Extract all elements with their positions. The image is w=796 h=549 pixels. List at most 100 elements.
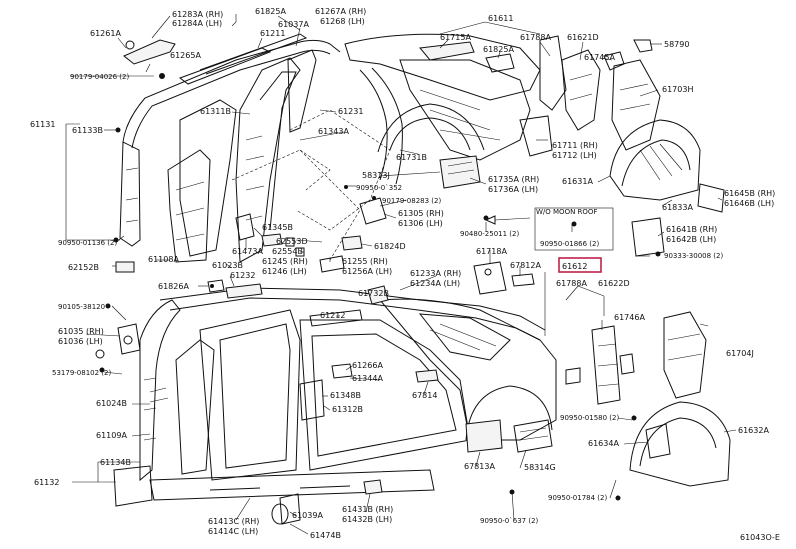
- callout-61246[interactable]: 61246 (LH): [262, 267, 307, 276]
- callout-61133B[interactable]: 61133B: [72, 126, 103, 135]
- callout-61611[interactable]: 61611: [488, 14, 513, 23]
- callout-53179-08102[interactable]: 53179-08102 (2): [52, 369, 111, 377]
- callout-61132[interactable]: 61132: [34, 478, 59, 487]
- callout-61234A[interactable]: 61234A (LH): [410, 279, 460, 288]
- callout-90105-38120[interactable]: 90105-38120: [58, 303, 105, 311]
- callout-61261A[interactable]: 61261A: [90, 29, 121, 38]
- callout-61312B[interactable]: 61312B: [332, 405, 363, 414]
- callout-61256A[interactable]: 61256A (LH): [342, 267, 392, 276]
- callout-61645B[interactable]: 61645B (RH): [724, 189, 775, 198]
- callout-61345B[interactable]: 61345B: [262, 223, 293, 232]
- callout-61232[interactable]: 61232: [230, 271, 255, 280]
- callout-61233A[interactable]: 61233A (RH): [410, 269, 461, 278]
- callout-61211[interactable]: 61211: [260, 29, 285, 38]
- callout-90179-08283[interactable]: 90179-08283 (2): [382, 197, 441, 205]
- callout-61474B[interactable]: 61474B: [310, 531, 341, 540]
- callout-61715A[interactable]: 61715A: [440, 33, 471, 42]
- callout-61037A[interactable]: 61037A: [278, 20, 309, 29]
- callout-61414C[interactable]: 61414C (LH): [208, 527, 258, 536]
- callout-61634A[interactable]: 61634A: [588, 439, 619, 448]
- callout-90950-01784[interactable]: 90950-01784 (2): [548, 494, 607, 502]
- callout-61268[interactable]: 61268 (LH): [320, 17, 365, 26]
- upper-body-frame-drawing: [115, 33, 725, 295]
- callout-61023B[interactable]: 61023B: [212, 261, 243, 270]
- callout-61824D[interactable]: 61824D: [374, 242, 406, 251]
- callout-61736A[interactable]: 61736A (LH): [488, 185, 538, 194]
- callout-90179-04026[interactable]: 90179-04026 (2): [70, 73, 129, 81]
- callout-90950-0637[interactable]: 90950-0`637 (2): [480, 517, 539, 525]
- callout-90950-01136[interactable]: 90950-01136 (2): [58, 239, 117, 247]
- callout-61641B[interactable]: 61641B (RH): [666, 225, 717, 234]
- callout-62554B[interactable]: 62554B: [272, 247, 303, 256]
- callout-61212[interactable]: 61212: [320, 311, 345, 320]
- callout-58790[interactable]: 58790: [664, 40, 689, 49]
- callout-61311B[interactable]: 61311B: [200, 107, 231, 116]
- callout-61348B[interactable]: 61348B: [330, 391, 361, 400]
- callout-61746A[interactable]: 61746A: [614, 313, 645, 322]
- callout-58313J[interactable]: 58313J: [362, 171, 390, 180]
- callout-62553D[interactable]: 62553D: [276, 237, 308, 246]
- callout-61255[interactable]: 61255 (RH): [342, 257, 388, 266]
- callout-61732B[interactable]: 61732B: [358, 289, 389, 298]
- callout-61621D[interactable]: 61621D: [567, 33, 599, 42]
- callout-61108A[interactable]: 61108A: [148, 255, 179, 264]
- callout-61343A[interactable]: 61343A: [318, 127, 349, 136]
- callout-61833A[interactable]: 61833A: [662, 203, 693, 212]
- callout-61745A[interactable]: 61745A: [584, 53, 615, 62]
- lower-body-side-drawing: [95, 279, 731, 525]
- callout-61826A[interactable]: 61826A: [158, 282, 189, 291]
- callout-67814[interactable]: 67814: [412, 391, 437, 400]
- callout-61712[interactable]: 61712 (LH): [552, 151, 597, 160]
- callout-61825A-top[interactable]: 61825A: [255, 7, 286, 16]
- callout-61825A-mid[interactable]: 61825A: [483, 45, 514, 54]
- callout-90950-01866[interactable]: 90950-01866 (2): [540, 240, 599, 248]
- part-labels: 61283A (RH) 61284A (LH) 61825A 61267A (R…: [30, 7, 780, 542]
- callout-90950-0352[interactable]: 90950-0`352: [356, 184, 402, 192]
- callout-61704J[interactable]: 61704J: [726, 349, 754, 358]
- drawing-id: 61043O-E: [740, 533, 780, 542]
- callout-61039A[interactable]: 61039A: [292, 511, 323, 520]
- callout-61109A[interactable]: 61109A: [96, 431, 127, 440]
- callout-61036[interactable]: 61036 (LH): [58, 337, 103, 346]
- callout-90480-25011[interactable]: 90480-25011 (2): [460, 230, 519, 238]
- callout-61265A[interactable]: 61265A: [170, 51, 201, 60]
- callout-61631A[interactable]: 61631A: [562, 177, 593, 186]
- callout-61245-rh[interactable]: 61245 (RH): [262, 257, 308, 266]
- callout-61024B[interactable]: 61024B: [96, 399, 127, 408]
- callout-61718A[interactable]: 61718A: [476, 247, 507, 256]
- callout-67813A[interactable]: 67813A: [464, 462, 495, 471]
- highlight-box-61612: [558, 257, 602, 273]
- callout-61788A-top[interactable]: 61788A: [520, 33, 551, 42]
- callout-61703H[interactable]: 61703H: [662, 85, 693, 94]
- callout-61267A[interactable]: 61267A (RH): [315, 7, 366, 16]
- callout-61642B[interactable]: 61642B (LH): [666, 235, 716, 244]
- callout-61131[interactable]: 61131: [30, 120, 55, 129]
- callout-61035[interactable]: 61035 (RH): [58, 327, 104, 336]
- callout-61735A[interactable]: 61735A (RH): [488, 175, 539, 184]
- callout-61284A[interactable]: 61284A (LH): [172, 19, 222, 28]
- callout-61134B[interactable]: 61134B: [100, 458, 131, 467]
- callout-61344A[interactable]: 61344A: [352, 374, 383, 383]
- callout-61646B[interactable]: 61646B (LH): [724, 199, 774, 208]
- callout-90950-01580[interactable]: 90950-01580 (2): [560, 414, 619, 422]
- callout-67812A[interactable]: 67812A: [510, 261, 541, 270]
- callout-61788A-mid[interactable]: 61788A: [556, 279, 587, 288]
- callout-61305[interactable]: 61305 (RH): [398, 209, 444, 218]
- callout-62152B[interactable]: 62152B: [68, 263, 99, 272]
- callout-61432B[interactable]: 61432B (LH): [342, 515, 392, 524]
- callout-90333-30008[interactable]: 90333-30008 (2): [664, 252, 723, 260]
- callout-61306[interactable]: 61306 (LH): [398, 219, 443, 228]
- callout-61413C[interactable]: 61413C (RH): [208, 517, 259, 526]
- callout-61283A[interactable]: 61283A (RH): [172, 10, 223, 19]
- callout-61266A[interactable]: 61266A: [352, 361, 383, 370]
- callout-61632A[interactable]: 61632A: [738, 426, 769, 435]
- callout-61622D[interactable]: 61622D: [598, 279, 630, 288]
- callout-61231[interactable]: 61231: [338, 107, 363, 116]
- callout-61711[interactable]: 61711 (RH): [552, 141, 598, 150]
- callout-58314G[interactable]: 58314G: [524, 463, 556, 472]
- callout-61431B[interactable]: 61431B (RH): [342, 505, 393, 514]
- callout-61473A[interactable]: 61473A: [232, 247, 263, 256]
- callout-61731B[interactable]: 61731B: [396, 153, 427, 162]
- callout-61612[interactable]: 61612: [562, 262, 587, 271]
